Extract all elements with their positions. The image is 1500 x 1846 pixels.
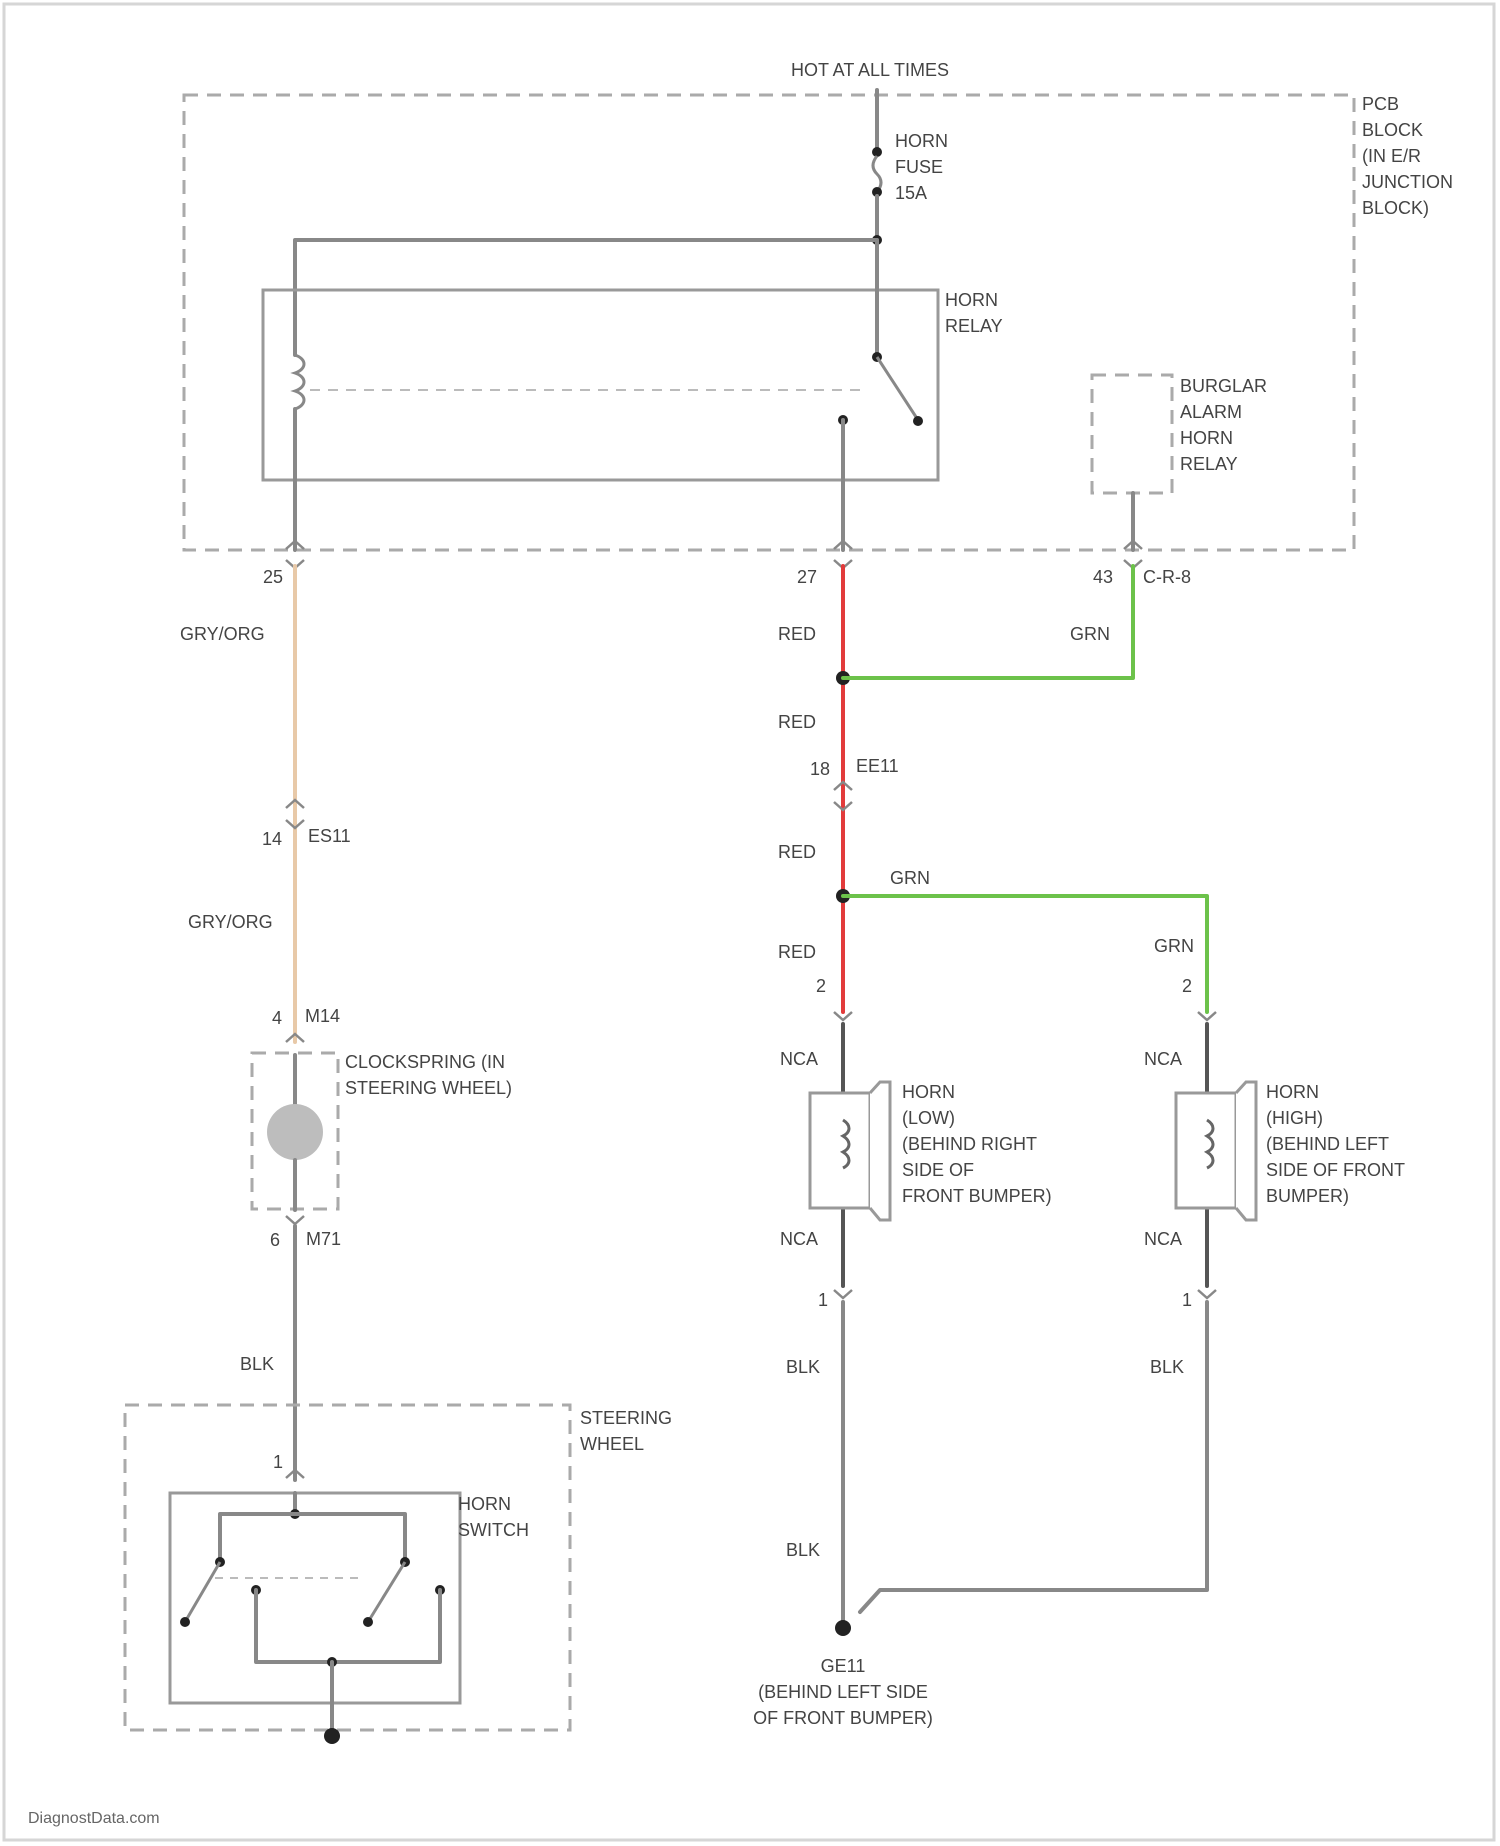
wire-label-gry-org-1: GRY/ORG (180, 624, 265, 644)
svg-text:ALARM: ALARM (1180, 402, 1242, 422)
wire-label-blk-3: BLK (786, 1540, 820, 1560)
watermark: DiagnostData.com (28, 1810, 160, 1827)
svg-text:(LOW): (LOW) (902, 1108, 955, 1128)
horn-high-label: HORN (HIGH) (BEHIND LEFT SIDE OF FRONT B… (1266, 1082, 1405, 1206)
svg-text:SIDE OF FRONT: SIDE OF FRONT (1266, 1160, 1405, 1180)
wire-label-red-1: RED (778, 624, 816, 644)
horn-fuse-symbol (873, 156, 881, 192)
svg-text:SIDE OF: SIDE OF (902, 1160, 974, 1180)
svg-text:BLOCK): BLOCK) (1362, 198, 1429, 218)
horn-high-bell (1236, 1082, 1256, 1220)
horn-fuse-label: HORN FUSE 15A (895, 131, 948, 203)
pin-1-high: 1 (1182, 1290, 1192, 1310)
steering-wheel-outline (125, 1405, 570, 1730)
pcb-block-outline (184, 95, 1354, 550)
pin-2-high: 2 (1182, 976, 1192, 996)
svg-text:PCB: PCB (1362, 94, 1399, 114)
wire-label-red-3: RED (778, 842, 816, 862)
grn-wire-burglar (843, 566, 1133, 678)
wire-label-blk-1: BLK (240, 1354, 274, 1374)
wire-label-nca-4: NCA (1144, 1229, 1182, 1249)
steering-wheel-label: STEERING WHEEL (580, 1408, 672, 1454)
wire-label-red-2: RED (778, 712, 816, 732)
grn-wire-horn-high (843, 896, 1207, 1012)
svg-text:HORN: HORN (458, 1494, 511, 1514)
horn-switch-label: HORN SWITCH (458, 1494, 529, 1540)
wire-label-red-4: RED (778, 942, 816, 962)
pin-1-low: 1 (818, 1290, 828, 1310)
horn-relay-box (263, 290, 938, 480)
pin-43: 43 (1093, 567, 1113, 587)
svg-text:OF FRONT BUMPER): OF FRONT BUMPER) (753, 1708, 933, 1728)
svg-text:HORN: HORN (1266, 1082, 1319, 1102)
pin-1-switch: 1 (273, 1452, 283, 1472)
svg-text:HORN: HORN (1180, 428, 1233, 448)
wire-label-grn-2: GRN (890, 868, 930, 888)
svg-text:STEERING: STEERING (580, 1408, 672, 1428)
svg-text:(BEHIND LEFT: (BEHIND LEFT (1266, 1134, 1389, 1154)
pin-4: 4 (272, 1008, 282, 1028)
connector-c-r-8: C-R-8 (1143, 567, 1191, 587)
connector-m14: M14 (305, 1006, 340, 1026)
horn-switch-box (170, 1493, 460, 1703)
svg-text:BLOCK: BLOCK (1362, 120, 1423, 140)
horn-relay-label: HORN RELAY (945, 290, 1003, 336)
wire-label-gry-org-2: GRY/ORG (188, 912, 273, 932)
clockspring-label: CLOCKSPRING (IN STEERING WHEEL) (345, 1052, 512, 1098)
ground-ge11-label: GE11 (BEHIND LEFT SIDE OF FRONT BUMPER) (753, 1656, 933, 1728)
horn-low-bell (870, 1082, 890, 1220)
svg-text:FRONT BUMPER): FRONT BUMPER) (902, 1186, 1052, 1206)
ground-ge11-dot (835, 1620, 851, 1636)
wire-label-nca-3: NCA (1144, 1049, 1182, 1069)
svg-text:BURGLAR: BURGLAR (1180, 376, 1267, 396)
wire-label-nca-1: NCA (780, 1049, 818, 1069)
wire-label-grn-3: GRN (1154, 936, 1194, 956)
svg-text:SWITCH: SWITCH (458, 1520, 529, 1540)
wire-label-blk-4: BLK (1150, 1357, 1184, 1377)
pin-6: 6 (270, 1230, 280, 1250)
relay-switch-arm (877, 357, 918, 420)
svg-text:RELAY: RELAY (1180, 454, 1238, 474)
burglar-alarm-relay-box (1092, 375, 1172, 493)
svg-text:(BEHIND LEFT SIDE: (BEHIND LEFT SIDE (758, 1682, 928, 1702)
pin-14: 14 (262, 829, 282, 849)
horn-low-body (810, 1093, 870, 1208)
pin-27: 27 (797, 567, 817, 587)
horn-switch-contacts (180, 1493, 445, 1744)
hot-at-all-times-label: HOT AT ALL TIMES (791, 60, 949, 80)
horn-low-label: HORN (LOW) (BEHIND RIGHT SIDE OF FRONT B… (902, 1082, 1052, 1206)
svg-text:15A: 15A (895, 183, 927, 203)
svg-text:WHEEL: WHEEL (580, 1434, 644, 1454)
wire-label-grn-1: GRN (1070, 624, 1110, 644)
svg-text:(IN E/R: (IN E/R (1362, 146, 1421, 166)
svg-text:(BEHIND RIGHT: (BEHIND RIGHT (902, 1134, 1037, 1154)
svg-text:CLOCKSPRING (IN: CLOCKSPRING (IN (345, 1052, 505, 1072)
wire-label-blk-2: BLK (786, 1357, 820, 1377)
pin-25: 25 (263, 567, 283, 587)
svg-text:HORN: HORN (895, 131, 948, 151)
clockspring-symbol (267, 1104, 323, 1160)
pin-2-low: 2 (816, 976, 826, 996)
svg-text:JUNCTION: JUNCTION (1362, 172, 1453, 192)
horn-high-body (1176, 1093, 1236, 1208)
connector-m71: M71 (306, 1229, 341, 1249)
blk-wire-horn-high (860, 1302, 1207, 1612)
connector-ee11: EE11 (856, 756, 899, 776)
svg-text:BUMPER): BUMPER) (1266, 1186, 1349, 1206)
svg-text:STEERING WHEEL): STEERING WHEEL) (345, 1078, 512, 1098)
switch-ground-dot (324, 1728, 340, 1744)
relay-coil (295, 355, 304, 409)
svg-text:GE11: GE11 (821, 1656, 866, 1676)
connector-es11: ES11 (308, 826, 351, 846)
svg-text:FUSE: FUSE (895, 157, 943, 177)
burglar-alarm-relay-label: BURGLAR ALARM HORN RELAY (1180, 376, 1267, 474)
wire-label-nca-2: NCA (780, 1229, 818, 1249)
svg-text:(HIGH): (HIGH) (1266, 1108, 1323, 1128)
svg-text:HORN: HORN (945, 290, 998, 310)
pin-18: 18 (810, 759, 830, 779)
svg-text:HORN: HORN (902, 1082, 955, 1102)
pcb-block-label: PCB BLOCK (IN E/R JUNCTION BLOCK) (1362, 94, 1453, 218)
svg-text:RELAY: RELAY (945, 316, 1003, 336)
